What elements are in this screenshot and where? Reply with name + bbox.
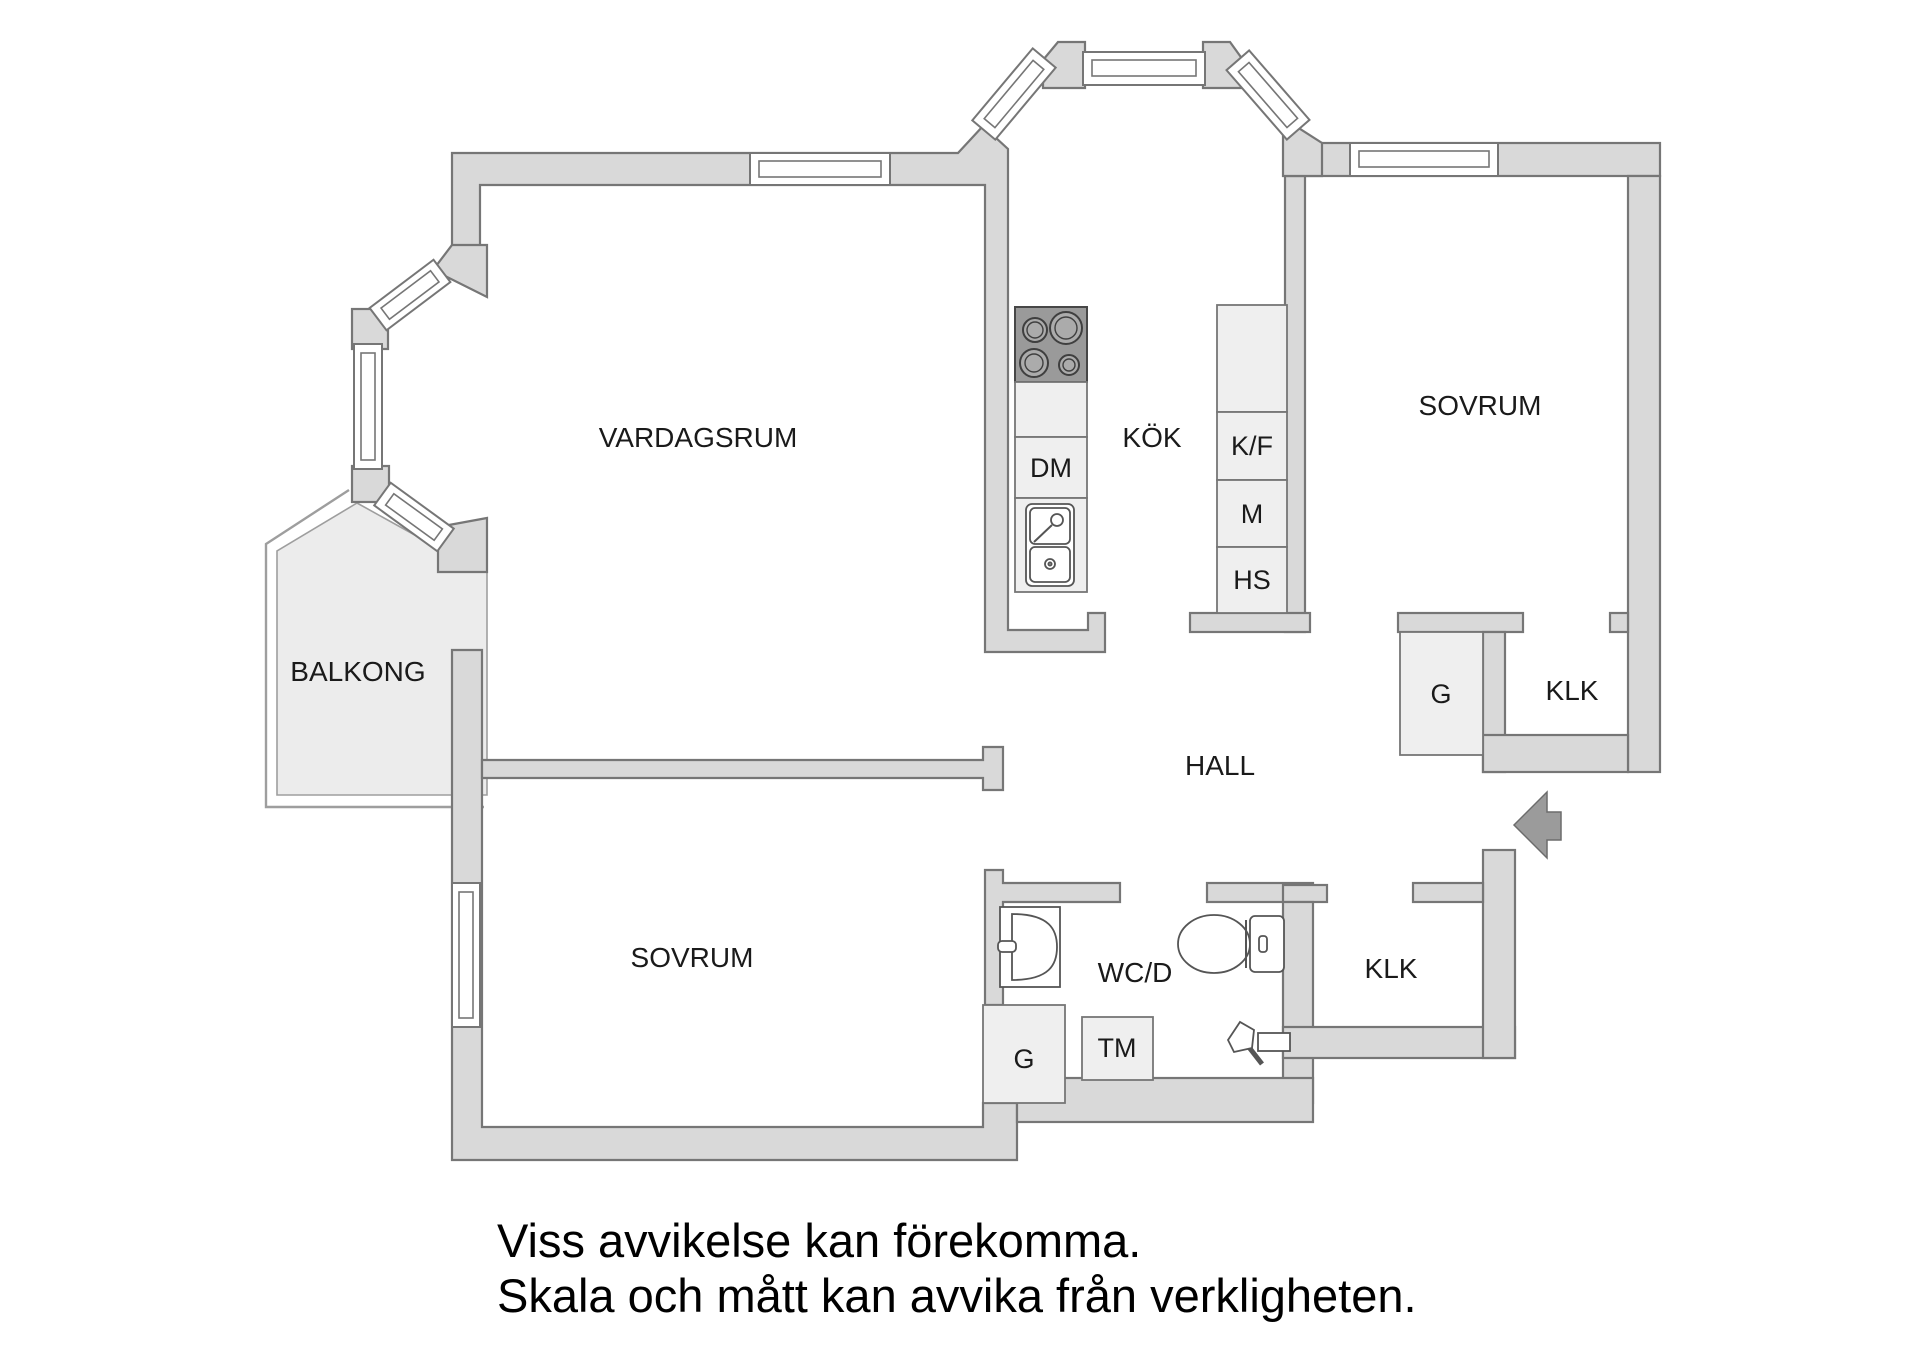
windows xyxy=(353,46,1499,1028)
labels: VARDAGSRUM KÖK SOVRUM BALKONG HALL SOVRU… xyxy=(290,390,1598,1074)
window xyxy=(749,152,891,186)
wall-klk1-south xyxy=(1481,733,1630,774)
micro-cabinet xyxy=(1216,479,1288,548)
balcony-railing-outline xyxy=(264,488,484,809)
room-label-klk-top: KLK xyxy=(1546,675,1599,706)
fixture-label-g-top: G xyxy=(1430,679,1451,709)
disclaimer-line1: Viss avvikelse kan förekomma. xyxy=(497,1214,1141,1267)
wall-klk2-south xyxy=(1281,1025,1517,1060)
balcony xyxy=(264,488,488,809)
wall-east-lower xyxy=(1481,848,1517,1060)
wall-wc-klk2-divider xyxy=(1281,900,1315,1105)
wall-wc-south xyxy=(1015,1076,1315,1124)
fixture-label-tm: TM xyxy=(1098,1033,1137,1063)
wall-bedroom2-south xyxy=(1396,611,1525,634)
wall-klk2-tab-east xyxy=(1411,881,1485,904)
kitchen-counter xyxy=(1014,381,1088,438)
wall-kitchen-bedroom2-divider xyxy=(1283,174,1307,634)
kitchen-fixtures xyxy=(1014,304,1288,614)
window xyxy=(1349,142,1499,177)
room-label-sovrum-bottom: SOVRUM xyxy=(631,942,754,973)
sink-icon xyxy=(1025,503,1075,587)
wall-livingroom-kitchen xyxy=(450,124,1107,654)
kitchen-tall-cabinet xyxy=(1216,304,1288,413)
stove-burners-icon xyxy=(1019,311,1083,378)
room-label-vardagsrum: VARDAGSRUM xyxy=(599,422,798,453)
room-label-kok: KÖK xyxy=(1122,422,1181,453)
wall-livingroom-bedroom-divider xyxy=(480,745,1005,792)
fixture-label-kf: K/F xyxy=(1231,431,1273,461)
wall-klk2-tab-west xyxy=(1281,883,1329,904)
window xyxy=(353,343,383,470)
room-label-klk-bottom: KLK xyxy=(1365,953,1418,984)
washbasin-icon xyxy=(997,906,1061,988)
room-label-hall: HALL xyxy=(1185,750,1255,781)
dishwasher xyxy=(1014,436,1088,499)
wall-east-upper xyxy=(1626,174,1662,774)
wall-klk1-tab xyxy=(1608,611,1630,634)
fridge-freezer xyxy=(1216,411,1288,481)
window xyxy=(372,481,456,553)
pantry-cabinet xyxy=(1216,546,1288,614)
window xyxy=(1225,49,1311,141)
room-label-balkong: BALKONG xyxy=(290,656,425,687)
disclaimer-line2: Skala och mått kan avvika från verklighe… xyxy=(497,1269,1417,1322)
wall-kitchen-southeast xyxy=(1188,611,1312,634)
disclaimer: Viss avvikelse kan förekomma. Skala och … xyxy=(497,1214,1417,1322)
wardrobe-top xyxy=(1399,631,1484,756)
bay-corner xyxy=(431,243,489,299)
toilet-icon xyxy=(1177,914,1285,974)
fixture-label-g-bottom: G xyxy=(1013,1044,1034,1074)
window xyxy=(451,882,481,1028)
wardrobe-bottom xyxy=(982,1004,1066,1104)
window xyxy=(970,46,1058,142)
fixture-label-hs: HS xyxy=(1233,565,1271,595)
wc-fixtures xyxy=(997,906,1291,1066)
entry-arrow-icon xyxy=(1512,790,1562,860)
wall-southwest-perimeter xyxy=(450,648,1019,1162)
walls xyxy=(350,40,1662,1162)
window xyxy=(1082,51,1206,86)
fixture-label-m: M xyxy=(1241,499,1264,529)
window xyxy=(368,258,452,332)
room-label-wcd: WC/D xyxy=(1098,957,1173,988)
shower-head-icon xyxy=(1226,1020,1291,1066)
fixture-label-dm: DM xyxy=(1030,453,1072,483)
room-label-sovrum-top: SOVRUM xyxy=(1419,390,1542,421)
washing-machine xyxy=(1081,1016,1154,1081)
closets xyxy=(982,631,1484,1104)
